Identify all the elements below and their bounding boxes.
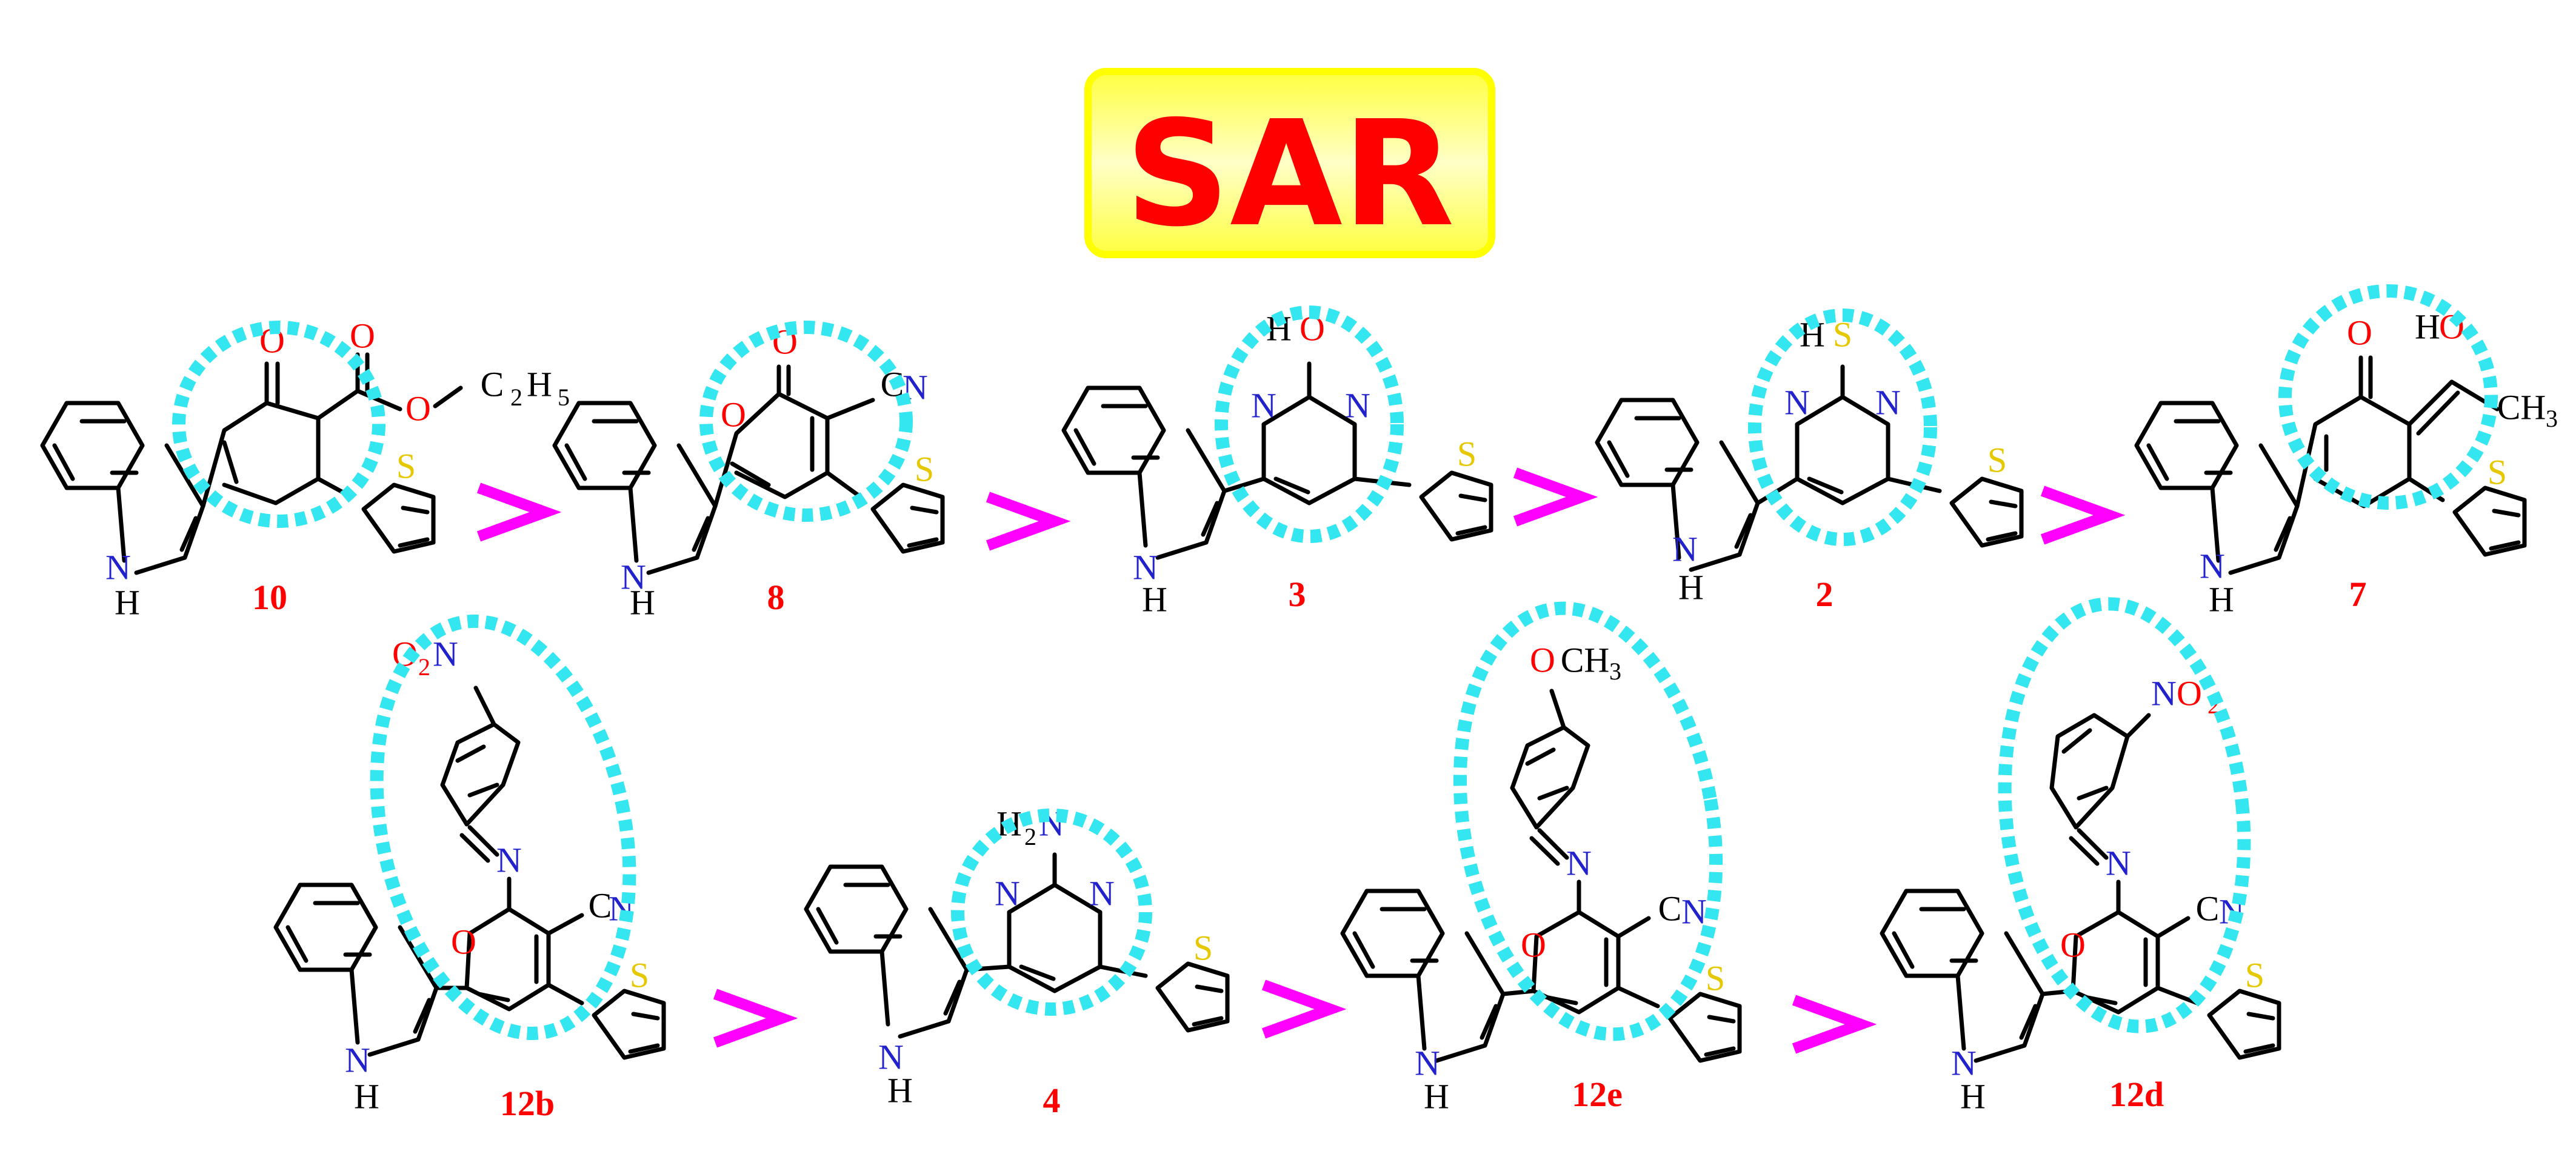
- atom-text: N: [345, 1040, 370, 1079]
- atom-text: N: [1415, 1043, 1440, 1082]
- atom-text: O: [405, 389, 431, 428]
- atom-text: 2: [510, 384, 522, 411]
- atom-text: N: [2200, 546, 2225, 585]
- atom-text: H: [115, 582, 140, 622]
- atom-text: N: [433, 634, 458, 673]
- atom-text: N: [2151, 673, 2177, 713]
- atom-text: 2: [1024, 823, 1036, 850]
- atom-text: O: [2177, 673, 2202, 713]
- atom-text: H: [1142, 579, 1167, 619]
- greater-than-4: [2043, 491, 2109, 539]
- atom-text: O: [2060, 925, 2086, 964]
- atom-text: S: [2245, 955, 2264, 995]
- compound-label: 7: [2349, 575, 2367, 614]
- atom-text: N: [1681, 892, 1707, 931]
- compound-label: 10: [252, 578, 287, 617]
- atom-text: N: [496, 840, 522, 879]
- title-text: SAR: [1125, 89, 1454, 259]
- atom-text: S: [1193, 928, 1213, 967]
- atom-text: S: [630, 955, 649, 995]
- atom-text: N: [2106, 843, 2131, 882]
- compound-12e: N H O N O CH 3 C N S 12e: [1343, 601, 1748, 1116]
- atom-text: S: [396, 446, 416, 485]
- atom-text: S: [1987, 440, 2007, 479]
- compound-label: 12e: [1572, 1075, 1623, 1114]
- compound-3: N H H O N N S 3: [1064, 305, 1491, 619]
- atom-text: N: [1566, 843, 1592, 882]
- atom-text: O: [451, 922, 476, 961]
- compound-12d: N H O N N O 2 C N S 12d: [1882, 597, 2279, 1116]
- atom-text: CH: [1561, 640, 1610, 679]
- atom-text: O: [350, 316, 375, 355]
- atom-text: S: [915, 449, 934, 489]
- greater-than-5: [715, 994, 782, 1042]
- compound-2: N H H S N N S 2: [1597, 309, 2021, 614]
- compound-12b: N H O N O 2 N C N S 12b: [276, 614, 665, 1123]
- atom-text: S: [1457, 434, 1477, 473]
- atom-text: C: [589, 886, 612, 925]
- compound-7: N H O H O CH 3 S 7: [2137, 284, 2558, 619]
- atom-text: 3: [1609, 658, 1621, 685]
- atom-text: N: [995, 873, 1020, 913]
- compound-label: 3: [1289, 575, 1306, 614]
- atom-text: N: [1089, 873, 1115, 913]
- title-box: SAR: [1084, 68, 1495, 259]
- greater-than-3: [1515, 473, 1582, 521]
- atom-text: H: [2209, 579, 2234, 619]
- compound-4: N H H 2 N N N S 4: [806, 804, 1227, 1120]
- compound-label: 12d: [2109, 1075, 2164, 1114]
- greater-than-7: [1794, 1000, 1861, 1049]
- atom-text: C: [1658, 889, 1682, 928]
- compound-label: 4: [1043, 1081, 1061, 1120]
- atom-text: 3: [2546, 405, 2558, 432]
- atom-text: H: [630, 582, 655, 622]
- atom-text: S: [1706, 958, 1725, 998]
- atom-text: N: [1784, 382, 1810, 422]
- compound-8: N H O O C N S 8: [555, 321, 943, 622]
- atom-text: N: [621, 557, 646, 596]
- atom-text: C: [2196, 889, 2220, 928]
- atom-text: N: [105, 547, 131, 587]
- compound-10: N H O O O C 2 H 5 S 10: [42, 316, 570, 622]
- atom-text: H: [887, 1070, 913, 1110]
- atom-text: 2: [418, 653, 430, 681]
- atom-text: O: [1521, 925, 1546, 964]
- atom-text: N: [1251, 385, 1276, 425]
- atom-text: H: [1960, 1076, 1986, 1116]
- atom-text: C: [481, 364, 504, 404]
- atom-text: O: [2347, 313, 2372, 352]
- atom-text: 5: [558, 384, 570, 411]
- atom-text: N: [1672, 529, 1698, 569]
- atom-text: N: [878, 1037, 904, 1076]
- atom-text: N: [1133, 547, 1158, 587]
- compound-label: 2: [1816, 575, 1834, 614]
- greater-than-1: [479, 488, 546, 536]
- atom-text: H: [1678, 567, 1704, 607]
- atom-text: N: [1951, 1043, 1977, 1082]
- atom-text: H: [527, 364, 552, 404]
- atom-text: H: [354, 1076, 379, 1116]
- atom-text: H: [2415, 307, 2440, 346]
- atom-text: CH: [2497, 387, 2546, 427]
- greater-than-6: [1264, 985, 1330, 1033]
- atom-text: H: [1424, 1076, 1449, 1116]
- compound-label: 8: [767, 578, 785, 617]
- atom-text: N: [1345, 385, 1370, 425]
- greater-than-2: [988, 497, 1055, 545]
- atom-text: O: [721, 395, 746, 434]
- atom-text: N: [1875, 382, 1901, 422]
- atom-text: O: [1530, 640, 1555, 679]
- atom-text: S: [2488, 452, 2507, 492]
- compound-label: 12b: [500, 1084, 555, 1123]
